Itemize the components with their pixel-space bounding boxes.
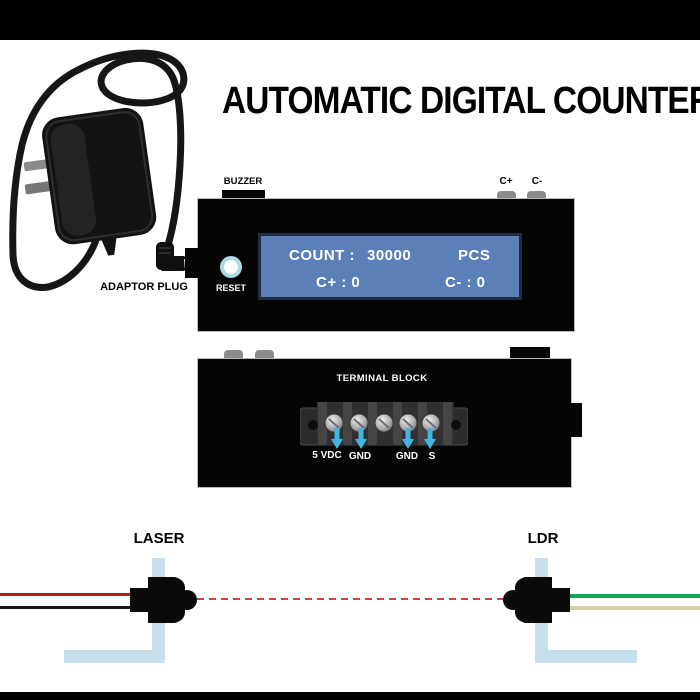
ldr-module — [503, 577, 570, 623]
adaptor-plug-label: ADAPTOR PLUG — [100, 281, 188, 293]
count-value: 30000 — [367, 247, 412, 264]
pin-label-s: S — [428, 451, 436, 462]
reset-label: RESET — [215, 283, 247, 293]
terminal-block-label: TERMINAL BLOCK — [336, 373, 428, 384]
laser-wire-black — [0, 606, 151, 609]
ldr-stand-foot — [535, 650, 637, 663]
buzzer-label: BUZZER — [223, 176, 263, 187]
c-minus-count: C- : 0 — [445, 274, 486, 291]
c-plus-button[interactable] — [497, 191, 516, 199]
mount-hole-left — [308, 420, 318, 430]
top-border-bar — [0, 0, 700, 40]
laser-beam — [197, 598, 505, 600]
c-minus-button[interactable] — [527, 191, 546, 199]
unit-label: PCS — [458, 247, 491, 264]
laser-stand-foot — [64, 650, 165, 663]
count-label: COUNT : — [289, 247, 355, 264]
power-cable — [9, 49, 188, 291]
page-title: AUTOMATIC DIGITAL COUNTER — [222, 80, 700, 122]
pin-arrows — [331, 428, 436, 449]
laser-module — [130, 577, 197, 623]
terminal-dividers — [318, 402, 452, 445]
title-clip: AUTOMATIC DIGITAL COUNTER — [222, 78, 700, 126]
reset-button[interactable] — [220, 256, 242, 278]
adaptor-plug-illustration — [9, 49, 193, 291]
ldr-wire-tan — [558, 606, 700, 610]
terminal-block — [300, 402, 468, 449]
ldr-label: LDR — [527, 530, 559, 547]
terminal-unit-button-1[interactable] — [224, 350, 243, 358]
terminal-unit-top-bump — [510, 347, 550, 359]
c-plus-count: C+ : 0 — [316, 274, 361, 291]
buzzer-bump — [222, 190, 265, 199]
terminal-screws[interactable] — [324, 413, 441, 433]
terminal-unit-side-bump — [571, 403, 582, 437]
pin-label-gnd-2: GND — [395, 451, 419, 462]
mount-hole-right — [451, 420, 461, 430]
laser-label: LASER — [133, 530, 185, 547]
c-plus-label: C+ — [499, 176, 513, 187]
adaptor-body — [42, 107, 157, 256]
ldr-wire-green — [558, 594, 700, 598]
plug-prongs — [23, 158, 56, 195]
bottom-border-bar — [0, 692, 700, 700]
laser-wire-red — [0, 593, 151, 596]
pin-label-5vdc: 5 VDC — [312, 450, 342, 461]
pin-label-gnd-1: GND — [348, 451, 372, 462]
lcd-display: COUNT : 30000 PCS C+ : 0 C- : 0 — [258, 233, 522, 300]
c-minus-label: C- — [531, 176, 543, 187]
terminal-unit-button-2[interactable] — [255, 350, 274, 358]
dc-jack — [185, 248, 198, 278]
